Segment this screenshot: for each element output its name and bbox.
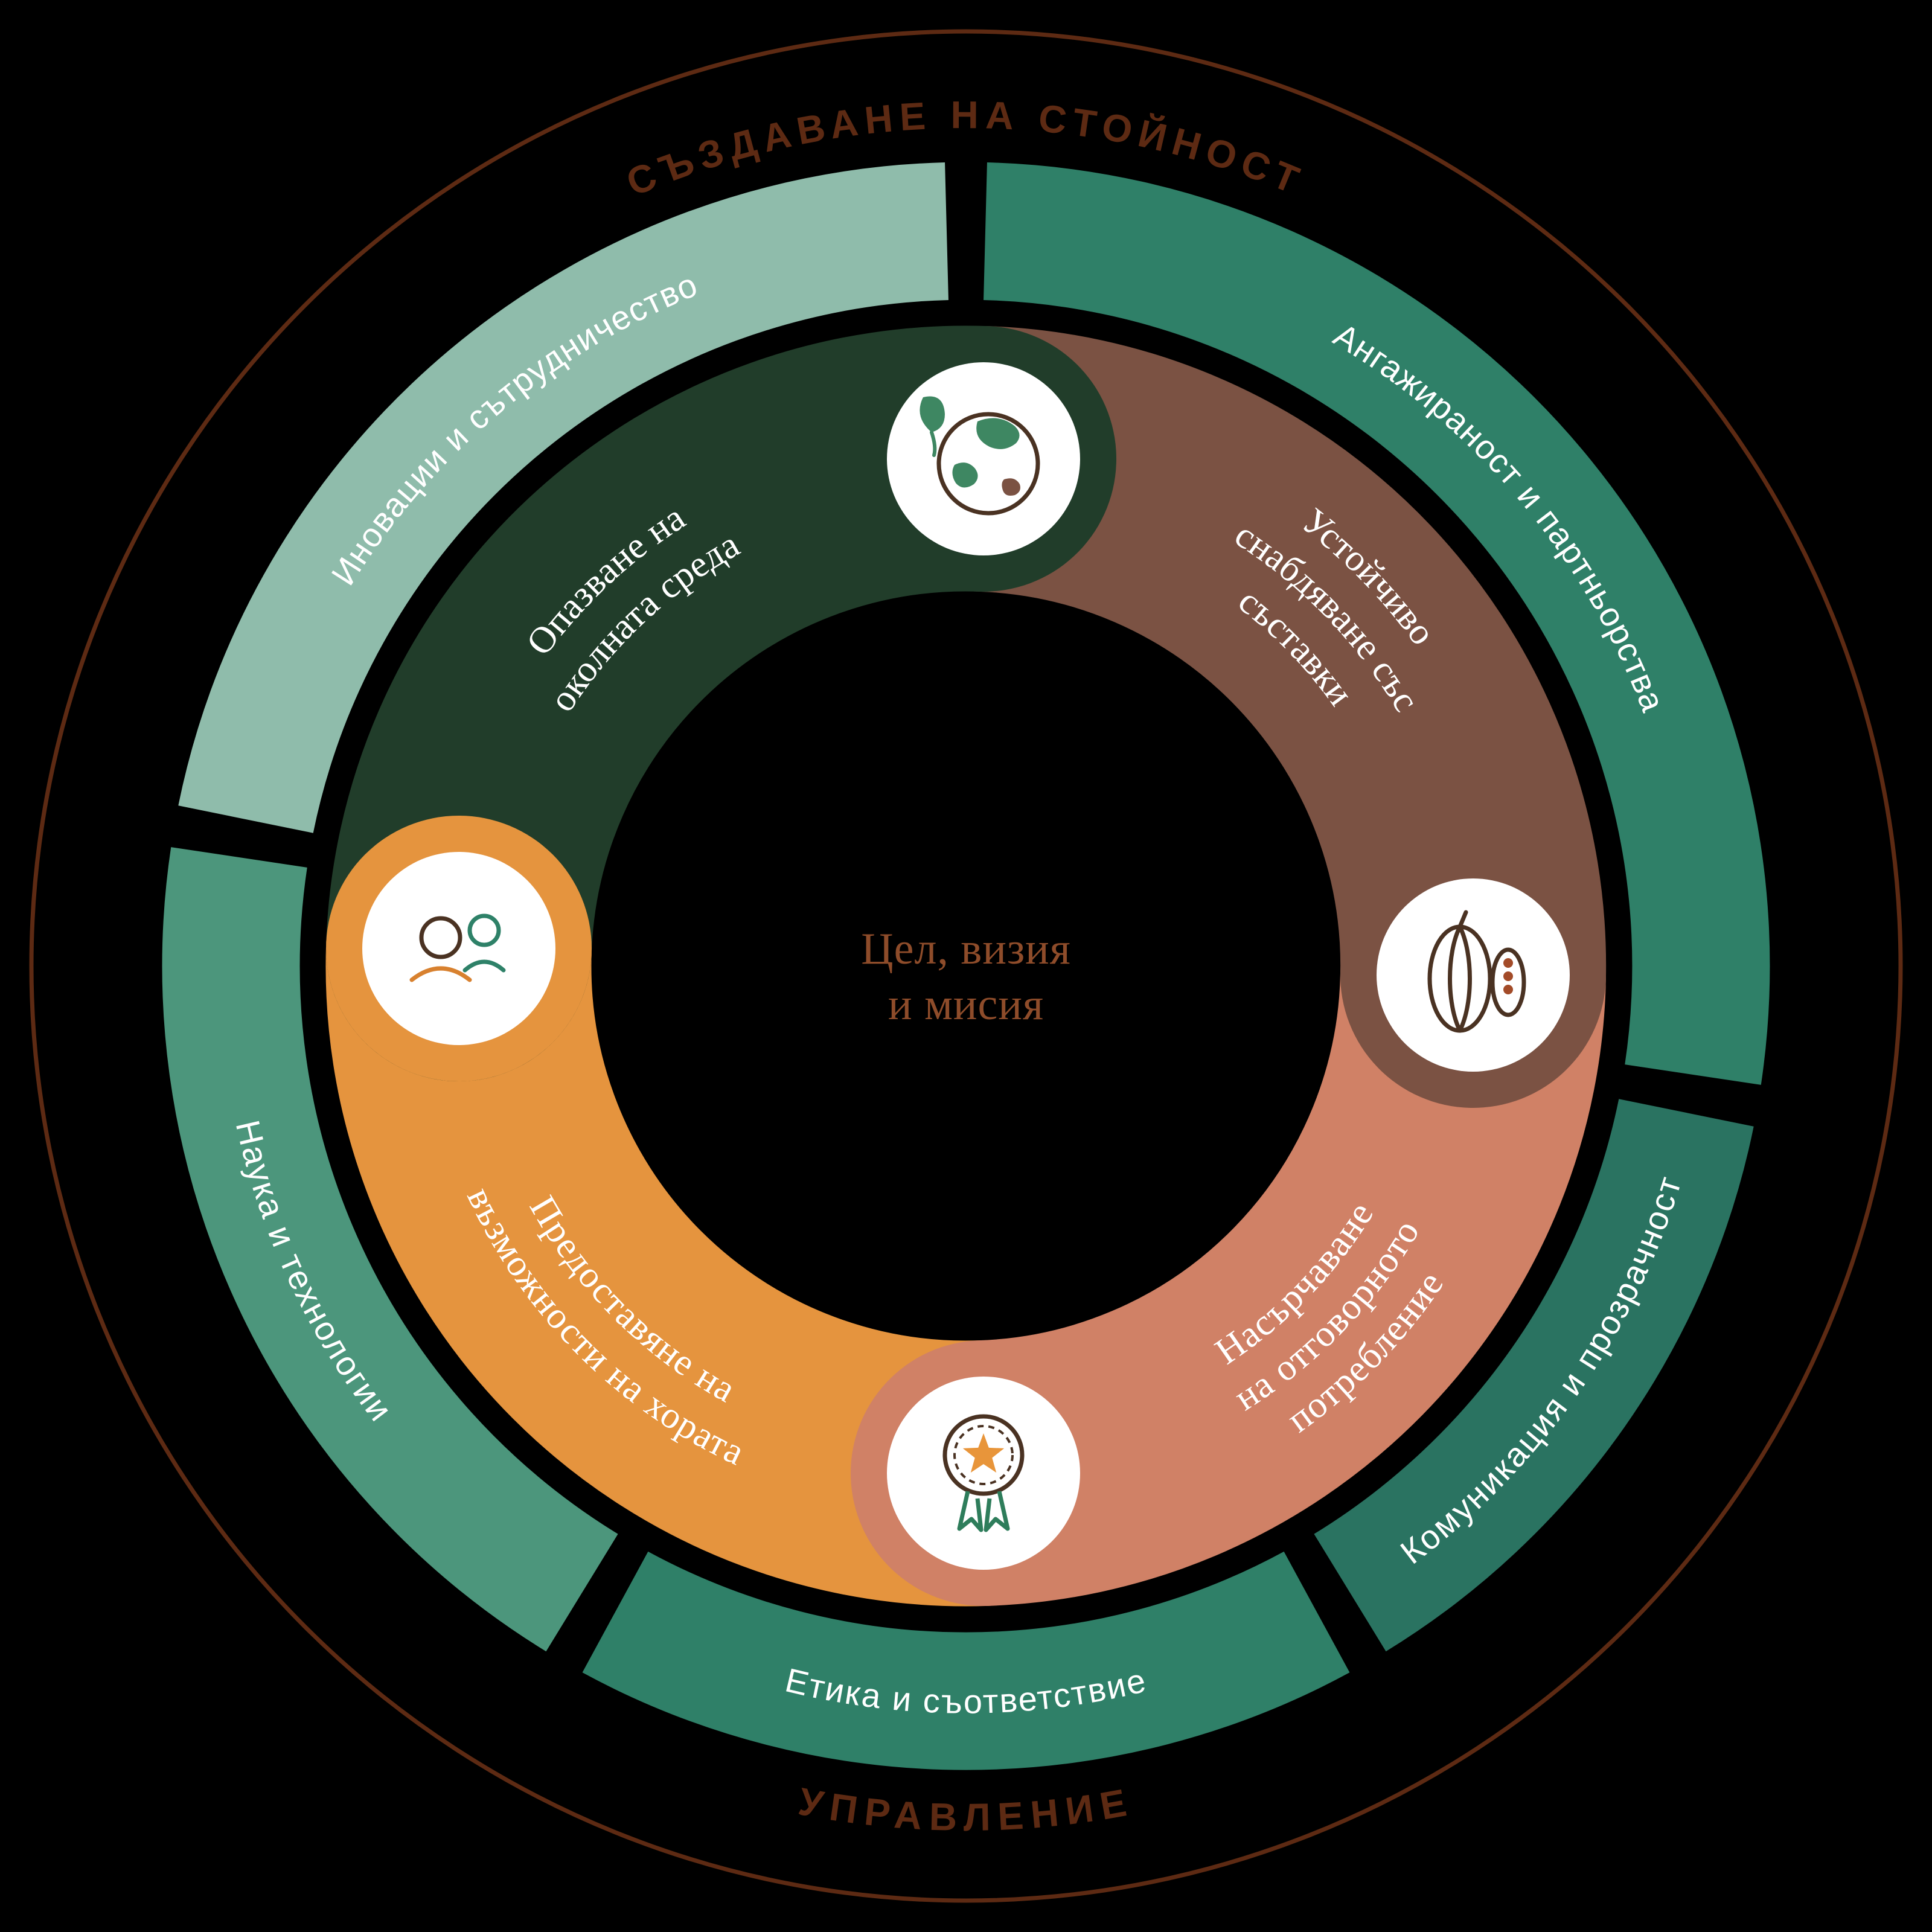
center-title: Цел, визия и мисия — [861, 924, 1071, 1029]
ring-segment-ethics — [582, 1551, 1350, 1770]
globe-outline — [936, 412, 1040, 516]
pod-line-right — [1457, 924, 1472, 1033]
ring-segment-innovation — [178, 162, 949, 833]
center-title-line2: и мисия — [888, 980, 1044, 1029]
globe-land-2 — [952, 462, 978, 488]
award-ribbon-icon — [887, 1377, 1080, 1570]
ring-segment-science — [162, 847, 618, 1652]
globe-land-1 — [976, 418, 1020, 449]
person-shoulders-left — [409, 966, 472, 982]
pod-line-left — [1448, 924, 1462, 1033]
cacao-pod-icon — [1377, 878, 1570, 1072]
ribbon-left — [957, 1491, 984, 1532]
person-shoulders-right — [462, 959, 506, 973]
cacao-seed-1 — [1503, 958, 1513, 968]
leaf — [920, 396, 945, 432]
person-head-left — [419, 916, 462, 959]
cacao-seed-2 — [1503, 971, 1513, 981]
earth-leaf-icon — [887, 362, 1080, 555]
ring-segment-communication — [1314, 1098, 1754, 1652]
cacao-seed-3 — [1503, 985, 1513, 994]
icon-badges — [362, 362, 1570, 1570]
ring-segment-engagement — [983, 162, 1770, 1085]
pod-stem — [1457, 910, 1468, 929]
star — [962, 1433, 1005, 1473]
outer-circle — [29, 29, 1903, 1903]
people-icon — [362, 852, 555, 1045]
icon-badge-circle — [887, 1377, 1080, 1570]
half-pod-outline — [1490, 947, 1526, 1017]
globe-land-3 — [1002, 478, 1020, 496]
leaf-stem — [930, 430, 937, 457]
ribbon-right — [984, 1491, 1010, 1532]
center-title-line1: Цел, визия — [861, 924, 1071, 974]
icon-badge-circle — [887, 362, 1080, 555]
rosette-outline — [942, 1414, 1025, 1496]
rosette-inner — [953, 1425, 1014, 1485]
icon-badge-circle — [1377, 878, 1570, 1072]
middle-ring — [162, 162, 1770, 1770]
person-head-right — [467, 913, 501, 947]
